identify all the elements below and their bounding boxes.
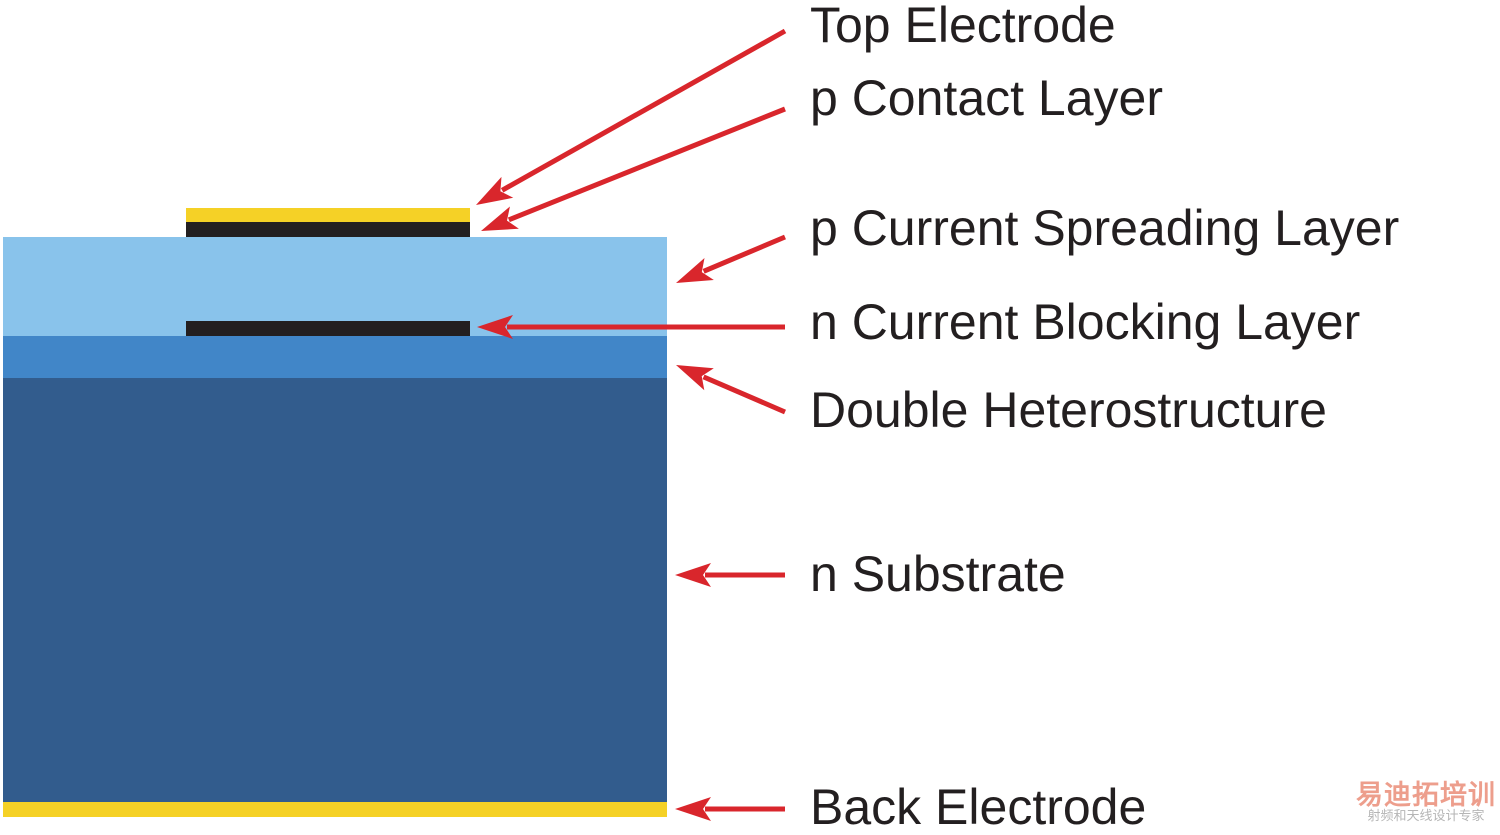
arrow-p-contact-layer <box>481 106 786 231</box>
label-double-heterostructure: Double Heterostructure <box>810 382 1327 438</box>
label-p-current-spreading-layer: p Current Spreading Layer <box>810 200 1400 256</box>
arrow-top-electrode-shaft <box>500 28 787 193</box>
arrow-n-current-blocking-layer <box>477 315 785 339</box>
watermark-logo: 易迪拓培训 射频和天线设计专家 <box>1356 782 1496 825</box>
arrow-double-heterostructure-shaft <box>702 374 786 415</box>
label-n-substrate: n Substrate <box>810 546 1066 602</box>
label-back-electrode: Back Electrode <box>810 779 1147 835</box>
back-electrode-layer <box>3 802 667 817</box>
current-blocking-layer <box>186 321 470 336</box>
arrow-double-heterostructure <box>676 365 786 415</box>
arrow-back-electrode-head <box>675 797 711 821</box>
label-n-current-blocking-layer: n Current Blocking Layer <box>810 294 1361 350</box>
arrow-p-contact-layer-head <box>481 206 519 231</box>
arrow-p-contact-layer-shaft <box>507 106 786 223</box>
label-top-electrode: Top Electrode <box>810 0 1116 53</box>
arrow-double-heterostructure-head <box>676 365 714 391</box>
arrow-group <box>476 28 787 821</box>
arrow-p-current-spreading-layer-head <box>676 257 714 283</box>
arrow-back-electrode <box>675 797 785 821</box>
arrow-top-electrode <box>476 28 787 205</box>
arrow-top-electrode-head <box>476 176 514 205</box>
current-spreading-layer <box>3 237 667 336</box>
arrow-p-current-spreading-layer-shaft <box>702 234 786 274</box>
double-heterostructure-layer <box>3 335 667 378</box>
watermark-title: 易迪拓培训 <box>1356 780 1496 812</box>
contact-layer <box>186 222 470 237</box>
substrate-layer <box>3 377 667 802</box>
arrow-p-current-spreading-layer <box>676 234 786 283</box>
arrow-n-substrate <box>675 563 785 587</box>
watermark-subtitle: 射频和天线设计专家 <box>1367 809 1485 825</box>
arrow-n-substrate-head <box>675 563 711 587</box>
top-electrode-layer <box>186 208 470 222</box>
arrow-n-current-blocking-layer-head <box>477 315 513 339</box>
label-p-contact-layer: p Contact Layer <box>810 70 1163 126</box>
